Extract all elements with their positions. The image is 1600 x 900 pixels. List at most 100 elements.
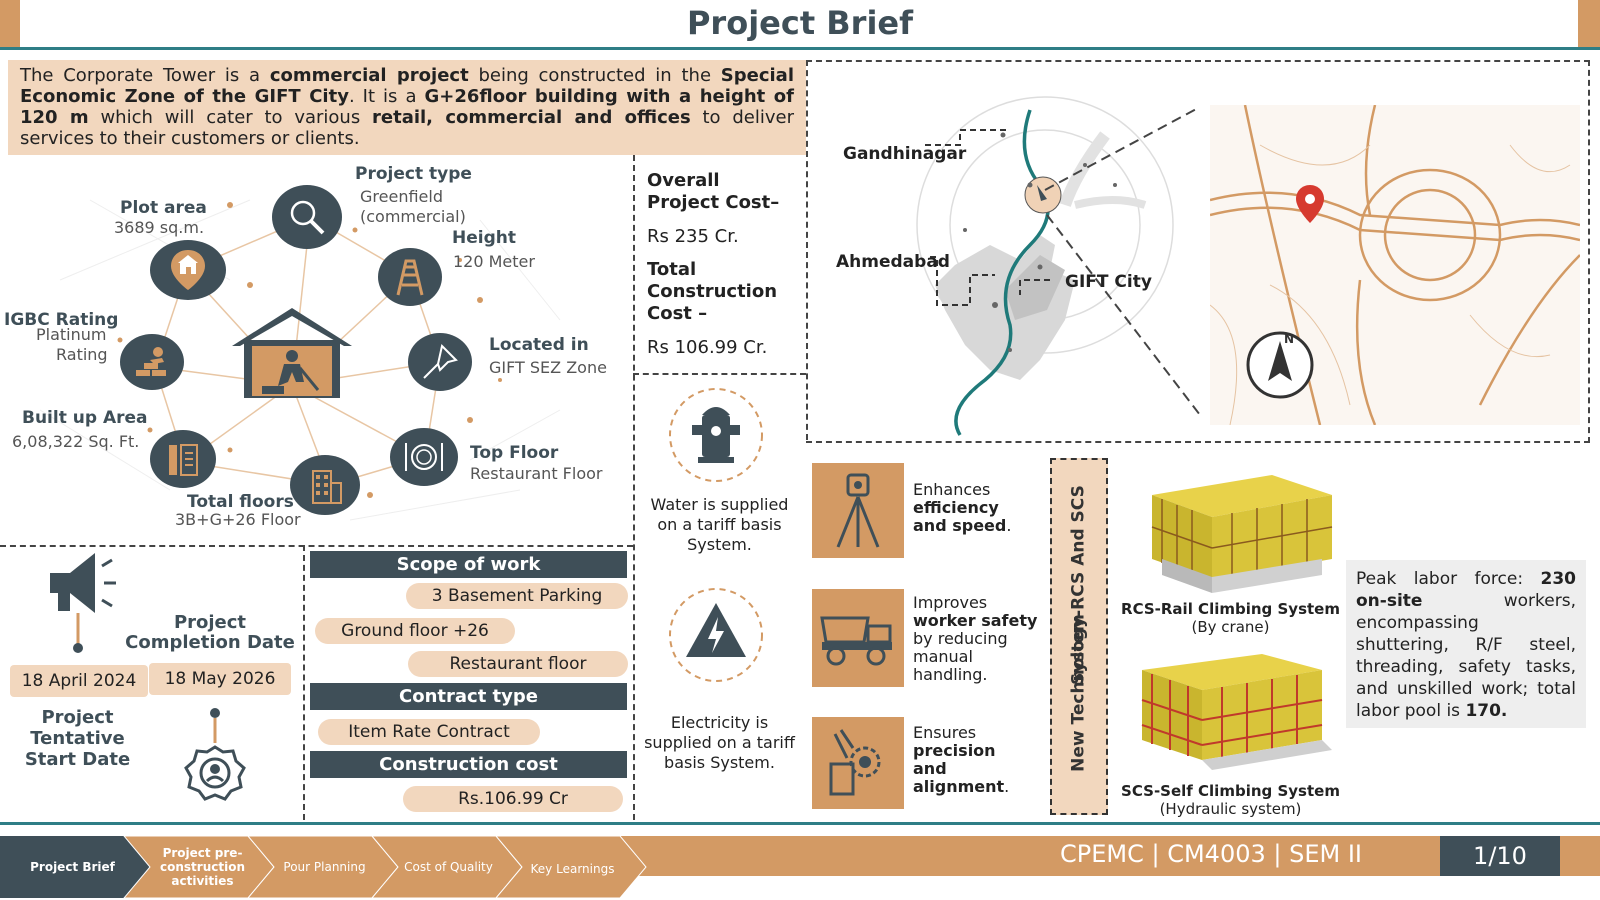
site-map xyxy=(1210,105,1580,425)
rcs-system-image xyxy=(1151,475,1333,593)
built-up-label: Built up Area xyxy=(22,408,148,428)
completion-label-1: Project xyxy=(173,612,247,633)
megaphone-icon xyxy=(50,553,116,653)
award-badge-icon xyxy=(184,708,246,801)
course-code: CPEMC | CM4003 | SEM II xyxy=(1060,840,1362,868)
page-title: Project Brief xyxy=(686,4,914,42)
overall-label-2: Project Cost– xyxy=(647,192,780,213)
built-up-circle xyxy=(150,430,216,488)
header-accent-left xyxy=(0,0,20,50)
nav-preconstruction-3[interactable]: activities xyxy=(171,874,234,888)
construction-cost-header: Construction cost xyxy=(310,751,627,778)
igbc-value-2: Rating xyxy=(56,345,108,364)
header-accent-right xyxy=(1578,0,1600,50)
height-circle xyxy=(378,248,442,306)
nav-cost-of-quality[interactable]: Cost of Quality xyxy=(404,860,493,874)
end-date: 18 May 2026 xyxy=(149,663,291,695)
dump-truck-tile xyxy=(812,589,904,687)
map-border-right xyxy=(1588,60,1590,443)
ladder-icon xyxy=(396,259,424,296)
overall-value: Rs 235 Cr. xyxy=(647,226,739,247)
tech-vertical-title-2: System xyxy=(1068,614,1089,685)
header-divider xyxy=(0,47,1600,50)
built-up-value: 6,08,322 Sq. Ft. xyxy=(12,432,140,451)
total-floors-circle xyxy=(290,455,360,515)
contract-value: Item Rate Contract xyxy=(318,719,540,745)
plot-area-value: 3689 sq.m. xyxy=(114,218,205,237)
theodolite-icon xyxy=(836,473,880,548)
scs-subcaption: (Hydraulic system) xyxy=(1159,800,1302,818)
start-label-2: Tentative xyxy=(30,728,125,749)
total-floors-label: Total floors xyxy=(187,492,294,512)
push-pin-icon xyxy=(423,344,458,379)
project-type-value-2: (commercial) xyxy=(360,207,466,226)
located-value: GIFT SEZ Zone xyxy=(489,358,607,377)
scope-item-restaurant: Restaurant floor xyxy=(408,651,628,677)
map-border-top xyxy=(806,60,1590,62)
project-type-value-1: Greenfield xyxy=(360,187,443,206)
start-label-1: Project xyxy=(41,707,114,728)
divider-cost-right xyxy=(806,60,808,440)
page-number: 1/10 xyxy=(1440,836,1560,876)
hydrant-icon xyxy=(669,388,763,482)
construction-label-1: Total xyxy=(647,259,697,280)
regional-map xyxy=(916,96,1201,436)
project-type-label: Project type xyxy=(355,164,472,184)
engineering-gear-icon xyxy=(829,729,881,796)
footer-divider xyxy=(0,822,1600,825)
divider-cost-utility xyxy=(633,373,806,375)
top-floor-value: Restaurant Floor xyxy=(470,464,603,483)
igbc-circle xyxy=(120,334,184,390)
located-label: Located in xyxy=(489,335,589,355)
compass-north-label: N xyxy=(1284,332,1295,346)
height-value: 120 Meter xyxy=(453,252,535,271)
map-pin-icon xyxy=(171,250,205,290)
intro-paragraph: The Corporate Tower is a commercial proj… xyxy=(8,60,806,155)
dump-truck-icon xyxy=(820,616,892,666)
magnifier-icon xyxy=(290,200,325,235)
engineering-tile xyxy=(812,717,904,809)
construction-label-2: Construction xyxy=(647,281,778,302)
construction-cost-value: Rs.106.99 Cr xyxy=(403,786,623,812)
height-label: Height xyxy=(452,228,516,248)
construction-house-icon xyxy=(232,308,352,398)
nav-preconstruction-1[interactable]: Project pre- xyxy=(162,846,243,860)
map-label-gift-city: GIFT City xyxy=(1065,272,1152,292)
start-date: 18 April 2024 xyxy=(10,665,148,697)
total-floors-value: 3B+G+26 Floor xyxy=(175,510,301,529)
plate-cutlery-icon xyxy=(405,443,443,471)
map-label-ahmedabad: Ahmedabad xyxy=(836,252,950,272)
scope-item-floors: Ground floor +26 xyxy=(315,618,515,644)
nav-project-brief[interactable]: Project Brief xyxy=(30,860,115,874)
water-text: Water is supplied on a tariff basis Syst… xyxy=(650,495,789,554)
rcs-caption: RCS-Rail Climbing System xyxy=(1121,600,1340,618)
completion-label-2: Completion Date xyxy=(125,632,295,653)
igbc-label: IGBC Rating xyxy=(4,310,119,330)
divider-cost-left xyxy=(633,155,635,820)
start-label-3: Start Date xyxy=(24,749,131,770)
scope-header: Scope of work xyxy=(310,551,627,578)
nav-preconstruction-2[interactable]: construction xyxy=(160,860,245,874)
top-floor-circle xyxy=(390,428,458,486)
surveyor-tile xyxy=(812,463,904,558)
electricity-text: Electricity is supplied on a tariff basi… xyxy=(644,713,795,772)
scope-item-basement: 3 Basement Parking xyxy=(406,583,628,609)
construction-value: Rs 106.99 Cr. xyxy=(647,337,768,358)
nav-key-learnings[interactable]: Key Learnings xyxy=(530,862,615,876)
map-label-gandhinagar: Gandhinagar xyxy=(843,144,967,164)
map-border-bottom xyxy=(806,441,1590,443)
overall-cost-block: Overall Project Cost– Rs 235 Cr. Total C… xyxy=(647,170,802,358)
rcs-subcaption: (By crane) xyxy=(1191,618,1270,636)
scs-system-image xyxy=(1141,654,1332,770)
construction-label-3: Cost – xyxy=(647,303,708,324)
location-circle xyxy=(408,333,472,391)
plot-area-circle xyxy=(150,240,226,300)
contract-header: Contract type xyxy=(310,683,627,710)
nav-pour-planning[interactable]: Pour Planning xyxy=(283,860,366,874)
project-type-circle xyxy=(272,185,342,249)
divider-timeline-scope xyxy=(303,545,305,820)
divider-timeline-top xyxy=(0,545,633,547)
